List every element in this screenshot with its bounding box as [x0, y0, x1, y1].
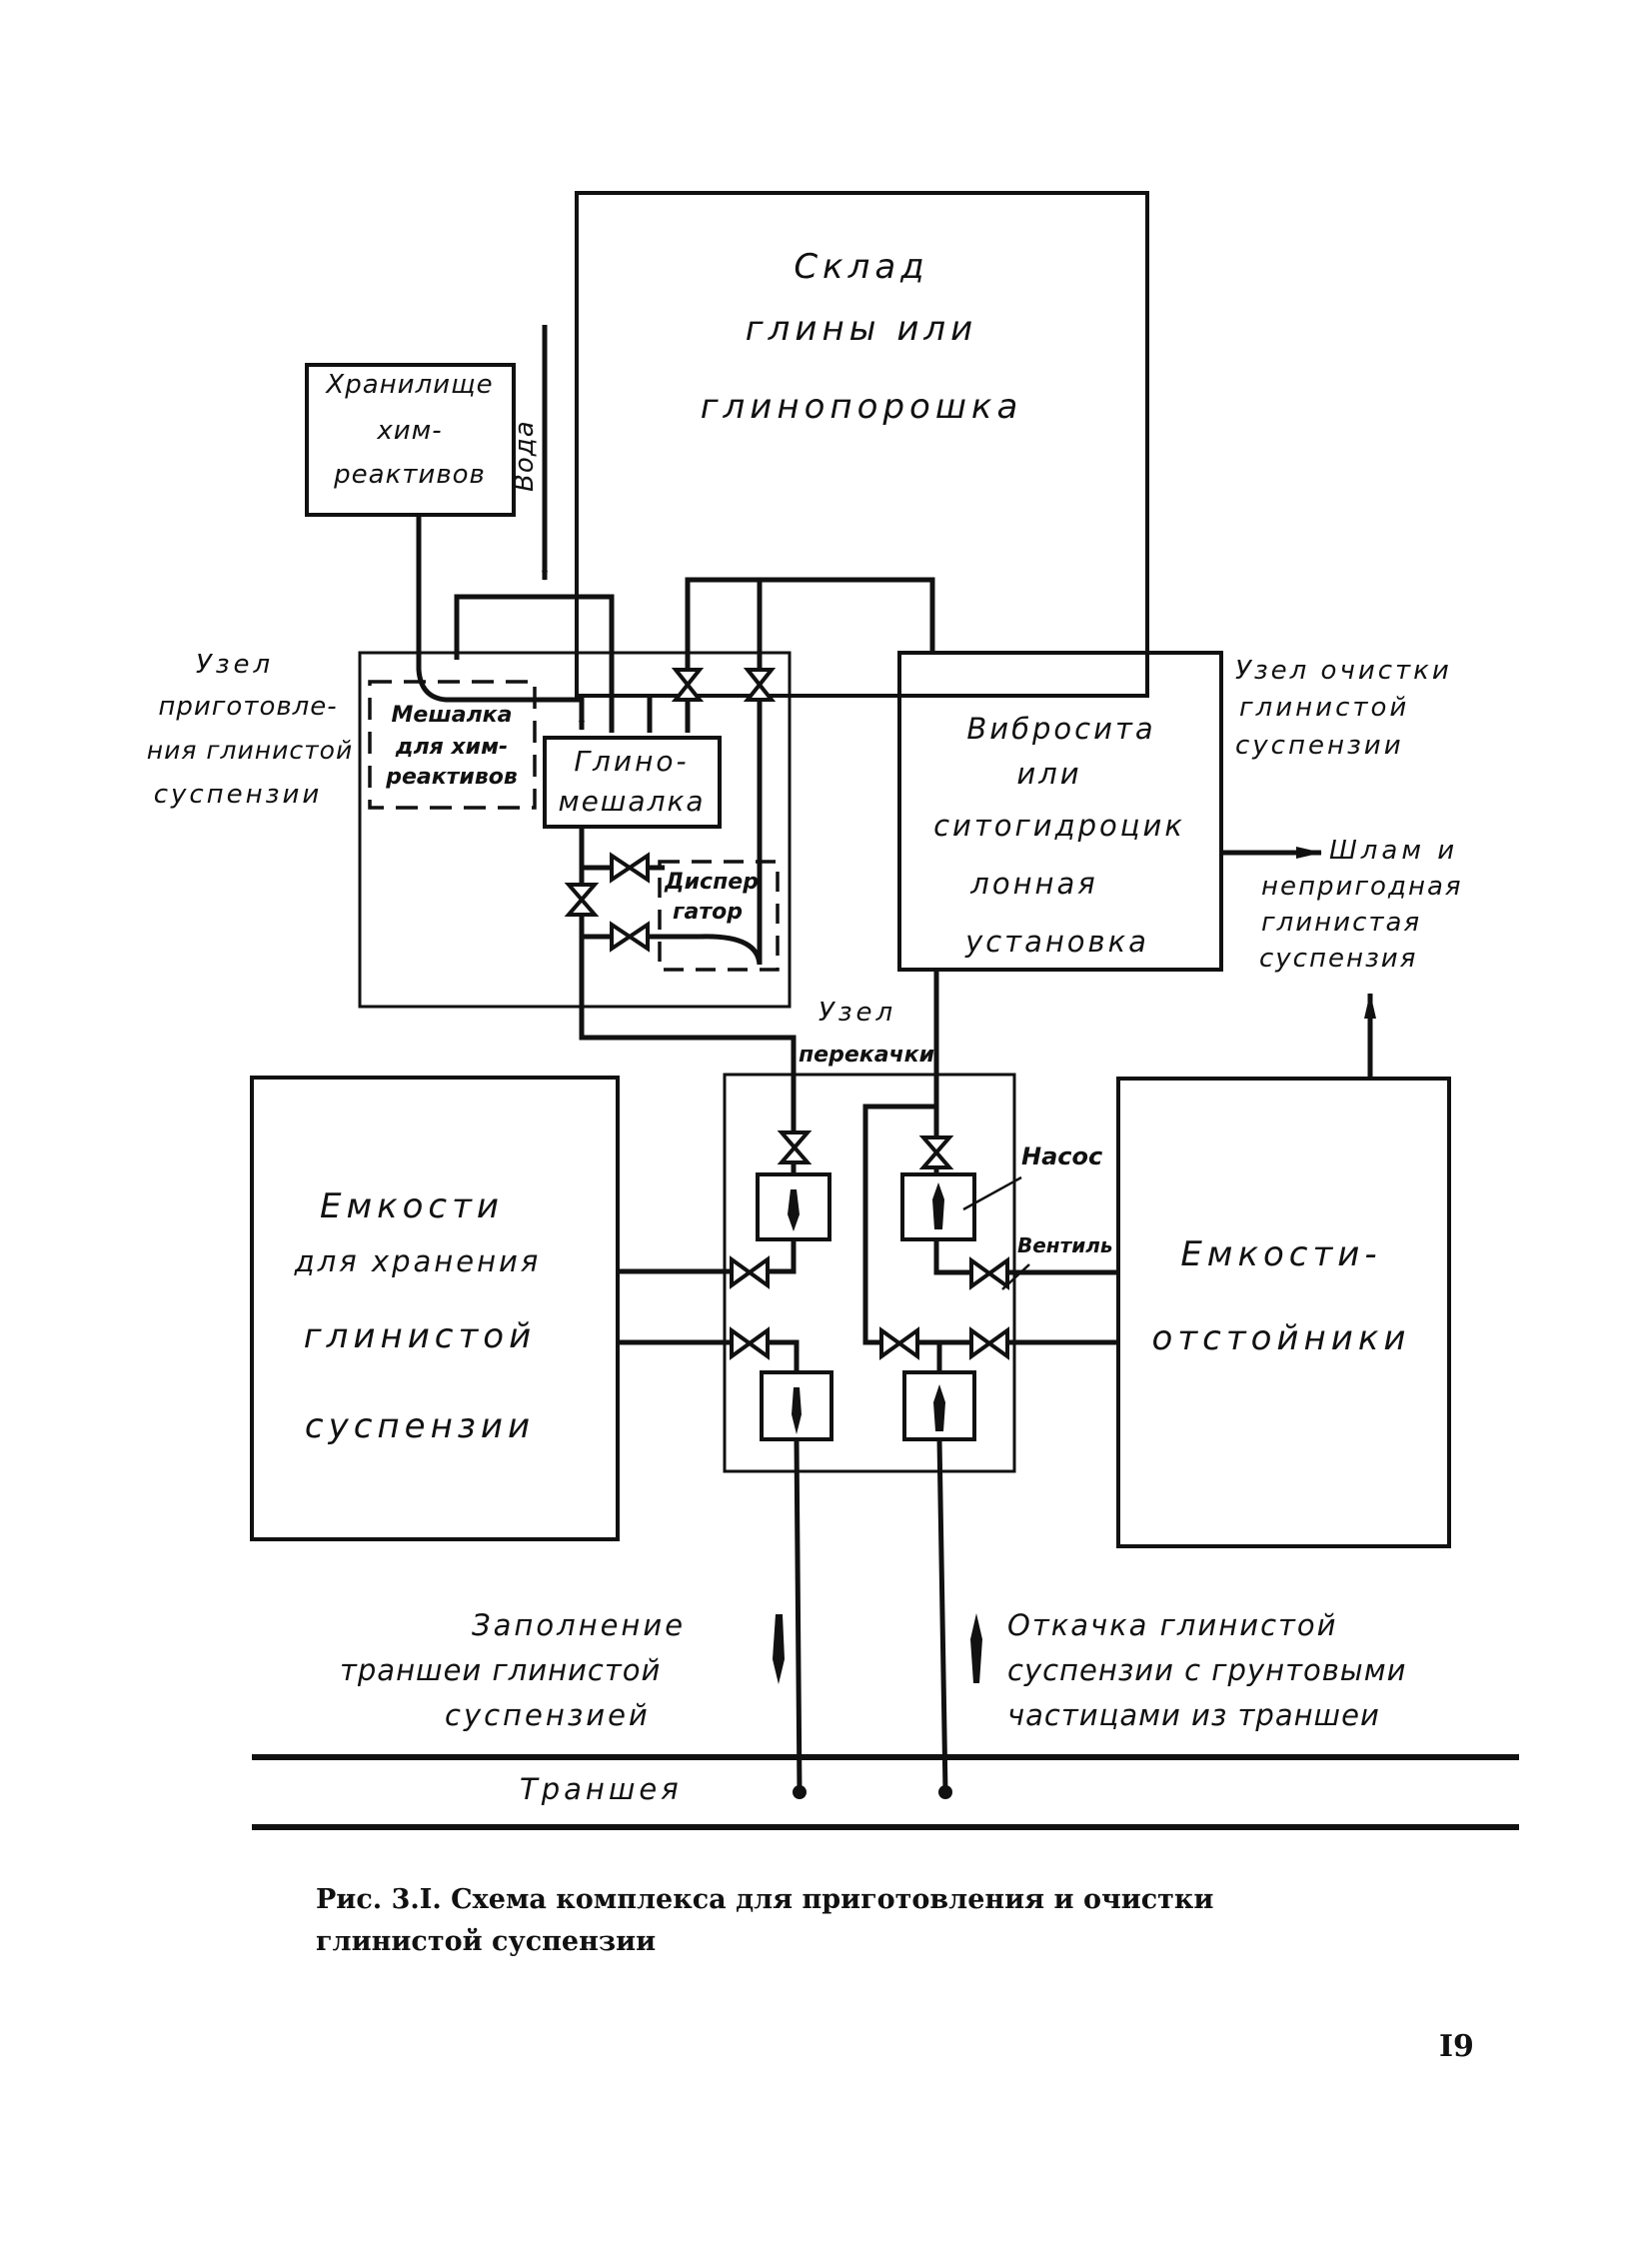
vibro-sieve-label-3: ситогидроцик	[933, 809, 1185, 843]
valve-icon	[743, 668, 777, 702]
pipe-water-branch	[454, 594, 615, 733]
storage-tanks-box	[250, 1076, 620, 1541]
sludge-label-1: Шлам и	[1329, 836, 1459, 866]
chem-mixer-label-1: Мешалка	[391, 703, 513, 728]
pump-node-label-1: Узел	[818, 998, 897, 1028]
storage-tanks-label-3: глинистой	[303, 1316, 537, 1356]
pipe-to-trench-fill	[794, 1438, 803, 1793]
settling-tanks-label-2: отстойники	[1151, 1318, 1411, 1358]
pump-out-label-3: частицами из траншеи	[1007, 1698, 1380, 1732]
prep-node-box	[358, 651, 792, 1009]
clay-mixer-label-2: мешалка	[558, 785, 706, 818]
clay-mixer-box	[543, 736, 722, 829]
vibro-sieve-label-1: Вибросита	[966, 712, 1156, 746]
valve-icon	[610, 921, 650, 953]
trench-pipe-end	[793, 1785, 807, 1799]
pump-down-arrow-icon	[788, 1189, 800, 1231]
pump-out-label-1: Откачка глинистой	[1007, 1608, 1338, 1642]
valves	[564, 668, 1009, 1360]
chem-storage-label-1: Хранилище	[326, 370, 494, 400]
chem-storage-label-2: хим-	[377, 416, 443, 446]
chem-storage-box	[305, 363, 516, 517]
pipe-mixer-out	[579, 827, 797, 1132]
fill-trench-label-1: Заполнение	[472, 1608, 687, 1642]
chem-mixer-label-2: для хим-	[395, 735, 509, 760]
flow-down-arrow-icon	[773, 1614, 785, 1684]
valve-icon	[730, 1255, 770, 1289]
prep-node-label-4: суспензии	[153, 780, 323, 810]
pipe-from-trench	[936, 1438, 948, 1793]
valve-icon	[730, 1326, 770, 1360]
cleaning-node-label-3: суспензии	[1235, 731, 1404, 761]
vibro-sieve-label-2: или	[1016, 757, 1082, 791]
chem-mixer-dashed-box	[368, 680, 537, 810]
valve-callout-label: Вентиль	[1017, 1233, 1113, 1257]
pump-down-arrow-icon	[792, 1387, 802, 1434]
valve-icon	[879, 1326, 919, 1360]
prep-node-label-2: приготовле-	[158, 692, 338, 722]
pump-arrows	[773, 1182, 982, 1799]
chem-storage-label-3: реактивов	[334, 460, 486, 490]
pipe-return	[685, 577, 935, 733]
vibro-sieve-box	[897, 651, 1223, 972]
clay-warehouse-label-1: Склад	[794, 247, 929, 287]
fill-trench-label-3: суспензией	[445, 1698, 651, 1732]
sludge-label-4: суспензия	[1259, 944, 1418, 974]
trench-label: Траншея	[520, 1772, 683, 1806]
cleaning-node-label-1: Узел очистки	[1235, 656, 1452, 686]
storage-tanks-label-4: суспензии	[304, 1406, 536, 1446]
cleaning-node-label-2: глинистой	[1239, 693, 1410, 723]
valve-icon	[610, 852, 650, 884]
pump-out-label-2: суспензии с грунтовыми	[1007, 1653, 1407, 1687]
figure-caption-line-2: глинистой суспензии	[316, 1925, 657, 1957]
dispergator-label-1: Диспер	[665, 870, 759, 895]
pump-leader-line	[962, 1175, 1022, 1211]
figure-caption: Рис. 3.I. Схема комплекса для приготовле…	[316, 1879, 1213, 1963]
storage-tanks-label-2: для хранения	[294, 1244, 542, 1278]
pump-node-label-2: перекачки	[798, 1043, 935, 1068]
figure-caption-line-1: Рис. 3.I. Схема комплекса для приготовле…	[316, 1884, 1214, 1915]
sludge-label-2: непригодная	[1261, 872, 1463, 902]
fill-trench-label-2: траншеи глинистой	[340, 1653, 662, 1687]
clay-warehouse-box	[575, 191, 1149, 698]
pump-callout-label: Насос	[1021, 1142, 1103, 1170]
storage-tanks-label-1: Емкости	[319, 1186, 505, 1226]
dispergator-dashed-box	[658, 860, 780, 972]
pump-up-arrow-icon	[933, 1384, 945, 1431]
clay-warehouse-label-2: глины или	[745, 309, 978, 349]
prep-node-label-3: ния глинистой	[146, 736, 354, 765]
pump-up-arrow-icon	[932, 1182, 944, 1229]
valve-icon	[777, 1130, 813, 1164]
trench-pipe-end	[938, 1785, 952, 1799]
valve-icon	[671, 668, 705, 702]
clay-mixer-label-1: Глино-	[574, 745, 690, 778]
flow-up-arrow-icon	[970, 1613, 982, 1683]
clay-warehouse-label-3: глинопорошка	[700, 387, 1023, 427]
prep-node-label-1: Узел	[195, 650, 275, 680]
settling-tanks-box	[1116, 1077, 1451, 1548]
page-number: I9	[1439, 2029, 1474, 2064]
pipe-pump-right-low	[917, 1339, 971, 1372]
pipe-loop	[862, 1104, 936, 1345]
sludge-label-3: глинистая	[1261, 908, 1422, 938]
vibro-sieve-label-4: лонная	[970, 867, 1098, 901]
water-label: Вода	[510, 420, 540, 492]
settling-tanks-label-1: Емкости-	[1180, 1234, 1382, 1274]
valve-icon	[918, 1135, 954, 1169]
vibro-sieve-label-5: установка	[965, 925, 1149, 959]
pipe-return-branch	[699, 580, 763, 966]
dispergator-label-2: гатор	[673, 900, 743, 925]
pipe-chem	[416, 515, 585, 731]
valve-icon	[564, 883, 600, 917]
chem-mixer-label-3: реактивов	[386, 765, 518, 790]
valve-icon	[969, 1326, 1009, 1360]
pipe-pump-left-low	[768, 1339, 800, 1372]
valve-leader-line	[1001, 1263, 1030, 1290]
valve-icon	[969, 1256, 1009, 1290]
